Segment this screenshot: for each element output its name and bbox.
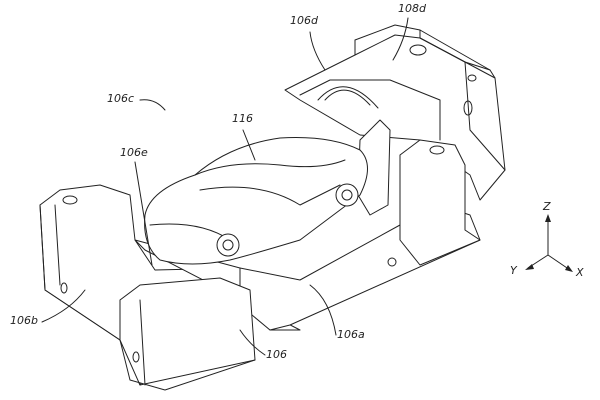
label-106e: 106e (120, 146, 148, 159)
label-106: 106 (266, 348, 287, 361)
leader-106 (239, 329, 266, 356)
axis-x-label: X (576, 266, 584, 279)
axis-z-label: Z (543, 200, 551, 213)
label-106b: 106b (10, 314, 38, 327)
leader-106b (41, 289, 86, 323)
vehicle-model (144, 137, 368, 265)
leader-108d (392, 17, 409, 61)
leader-116 (242, 129, 256, 161)
leader-106e (134, 161, 153, 266)
label-108d: 108d (398, 2, 426, 15)
label-116: 116 (232, 112, 253, 125)
leader-106d (309, 31, 326, 71)
leader-106a (309, 284, 337, 336)
label-106c: 106c (107, 92, 135, 105)
label-106a: 106a (337, 328, 365, 341)
leader-106c (139, 99, 166, 111)
leader-lines (41, 17, 409, 356)
axis-triad (525, 214, 573, 272)
axis-y-label: Y (510, 264, 517, 277)
label-106d: 106d (290, 14, 318, 27)
